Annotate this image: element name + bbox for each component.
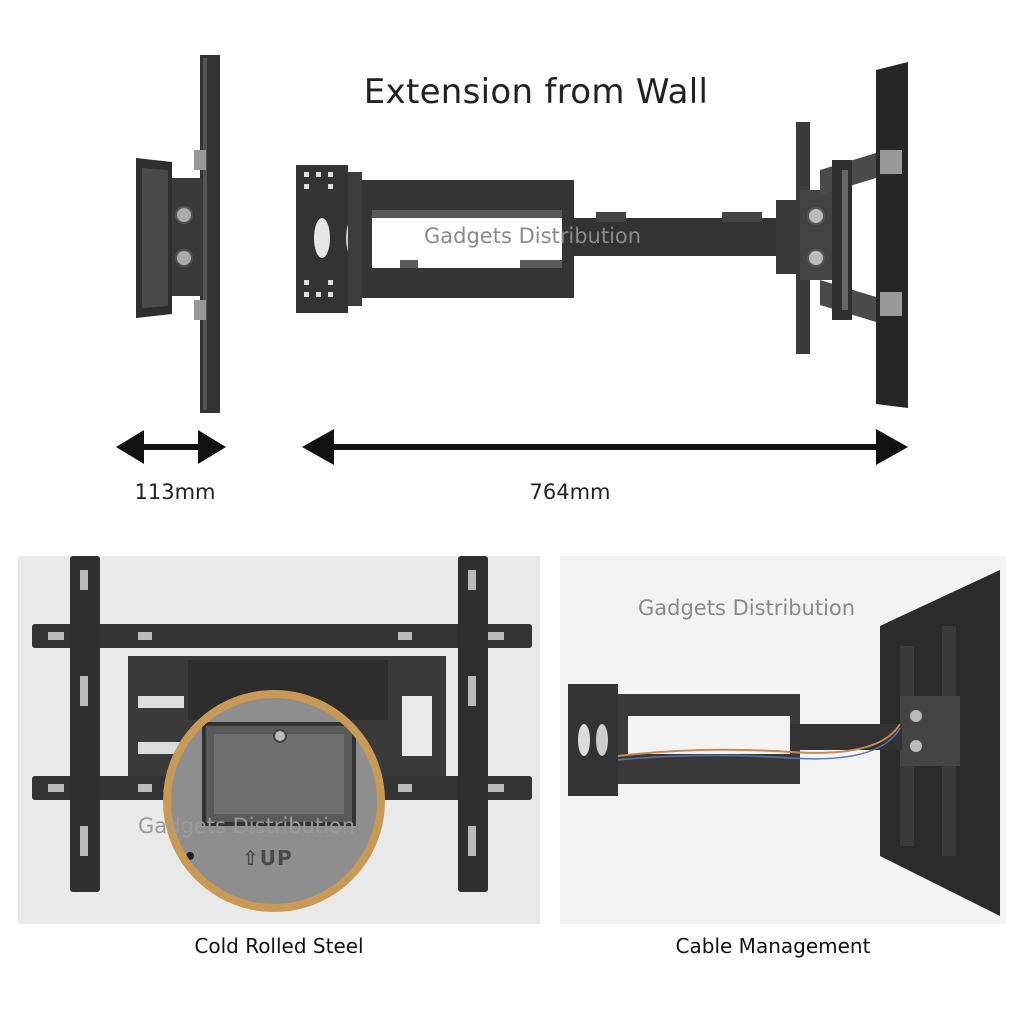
- extended-depth-label: 764mm: [529, 480, 611, 504]
- extended-depth-arrow: [302, 429, 908, 465]
- watermark-text: Gadgets Distribution: [638, 596, 856, 620]
- cold-rolled-steel-panel: ⇧UP Gadgets Distribution: [18, 556, 540, 924]
- cold-rolled-steel-caption: Cold Rolled Steel: [194, 934, 364, 958]
- watermark-text: Gadgets Distribution: [138, 814, 356, 838]
- cable-management-caption: Cable Management: [675, 934, 871, 958]
- watermark-text: Gadgets Distribution: [424, 224, 642, 248]
- up-orientation-label: ⇧UP: [242, 846, 293, 870]
- cable-management-illustration: [568, 570, 1000, 916]
- cable-management-panel: Gadgets Distribution: [560, 556, 1006, 924]
- retracted-depth-label: 113mm: [134, 480, 216, 504]
- retracted-depth-arrow: [116, 430, 226, 464]
- retracted-mount-illustration: [136, 55, 220, 413]
- extended-mount-illustration: [296, 62, 908, 408]
- extension-diagram: [116, 55, 908, 465]
- tv-mount-front-illustration: [32, 556, 532, 912]
- page-title: Extension from Wall: [363, 72, 709, 112]
